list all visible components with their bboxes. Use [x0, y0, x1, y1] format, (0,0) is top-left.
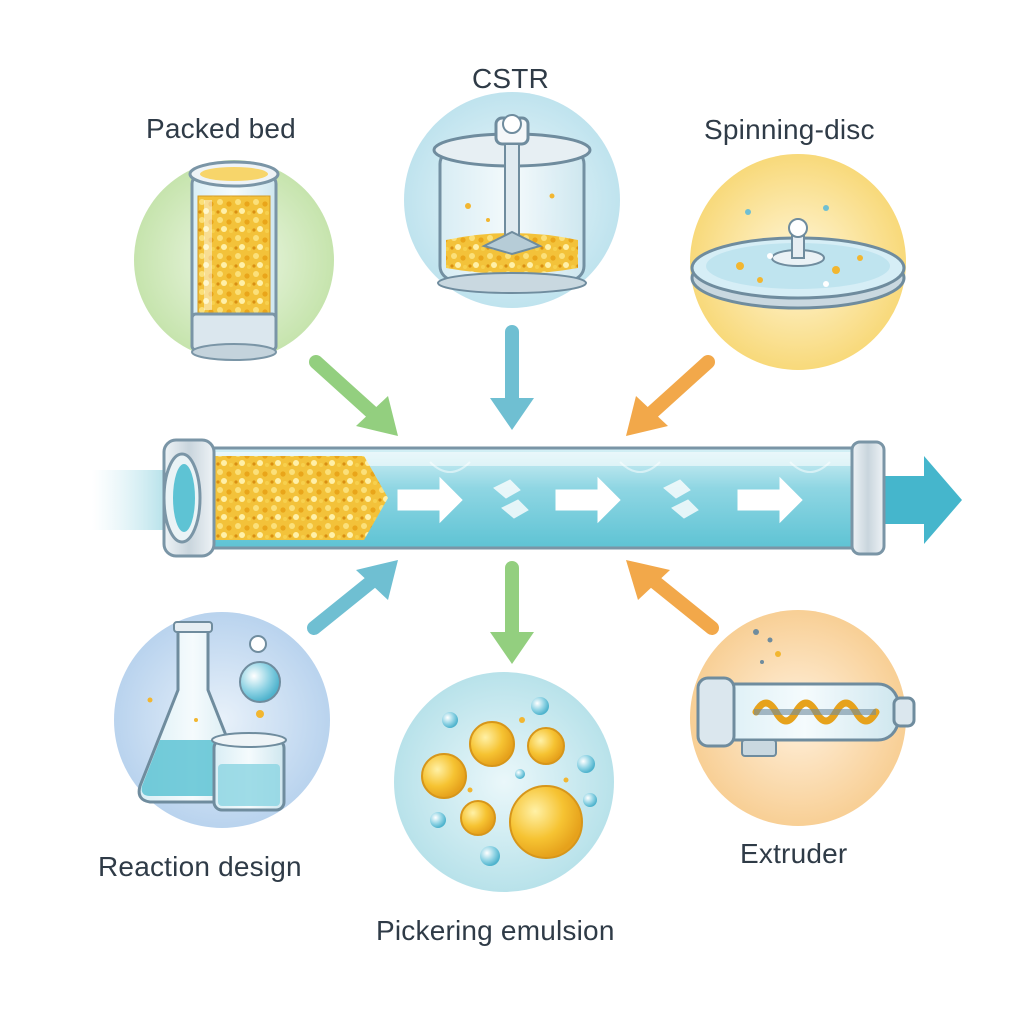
label-pickering-emulsion: Pickering emulsion [376, 915, 615, 946]
packed-bed-column-icon [188, 160, 280, 361]
label-packed-bed: Packed bed [146, 113, 296, 144]
tube-inlet-cap [162, 438, 216, 558]
outflow-arrow-icon [880, 456, 962, 544]
node-spinning-disc [690, 154, 906, 370]
arrow-from-reaction-design [307, 560, 398, 635]
flow-arrow-icon [555, 476, 621, 524]
droplet-icon [147, 635, 281, 722]
extruder-icon [696, 629, 916, 757]
flow-arrows [397, 476, 803, 524]
spinning-disc-icon [690, 205, 906, 310]
label-spinning-disc: Spinning-disc [704, 114, 875, 145]
label-reaction-design: Reaction design [98, 851, 302, 882]
label-cstr: CSTR [472, 63, 550, 94]
flow-tube [92, 438, 962, 558]
node-cstr [404, 92, 620, 308]
packed-granules [214, 456, 388, 540]
flow-arrow-icon [737, 476, 803, 524]
arrows [307, 325, 719, 664]
tube-outlet-cap [850, 440, 886, 556]
flow-arrow-icon [397, 476, 463, 524]
cstr-vessel-icon [432, 114, 592, 294]
node-pickering-emulsion [394, 672, 614, 892]
node-extruder [690, 610, 916, 826]
arrow-from-cstr [490, 325, 534, 430]
emulsion-droplets-icon [421, 697, 597, 866]
node-reaction-design [114, 612, 330, 828]
arrow-from-extruder [626, 560, 719, 635]
arrow-from-spinning-disc [626, 355, 715, 436]
beaker-icon [211, 732, 287, 812]
label-extruder: Extruder [740, 838, 848, 869]
arrow-to-pickering-emulsion [490, 561, 534, 664]
node-packed-bed [134, 160, 334, 361]
arrow-from-packed-bed [309, 355, 398, 436]
